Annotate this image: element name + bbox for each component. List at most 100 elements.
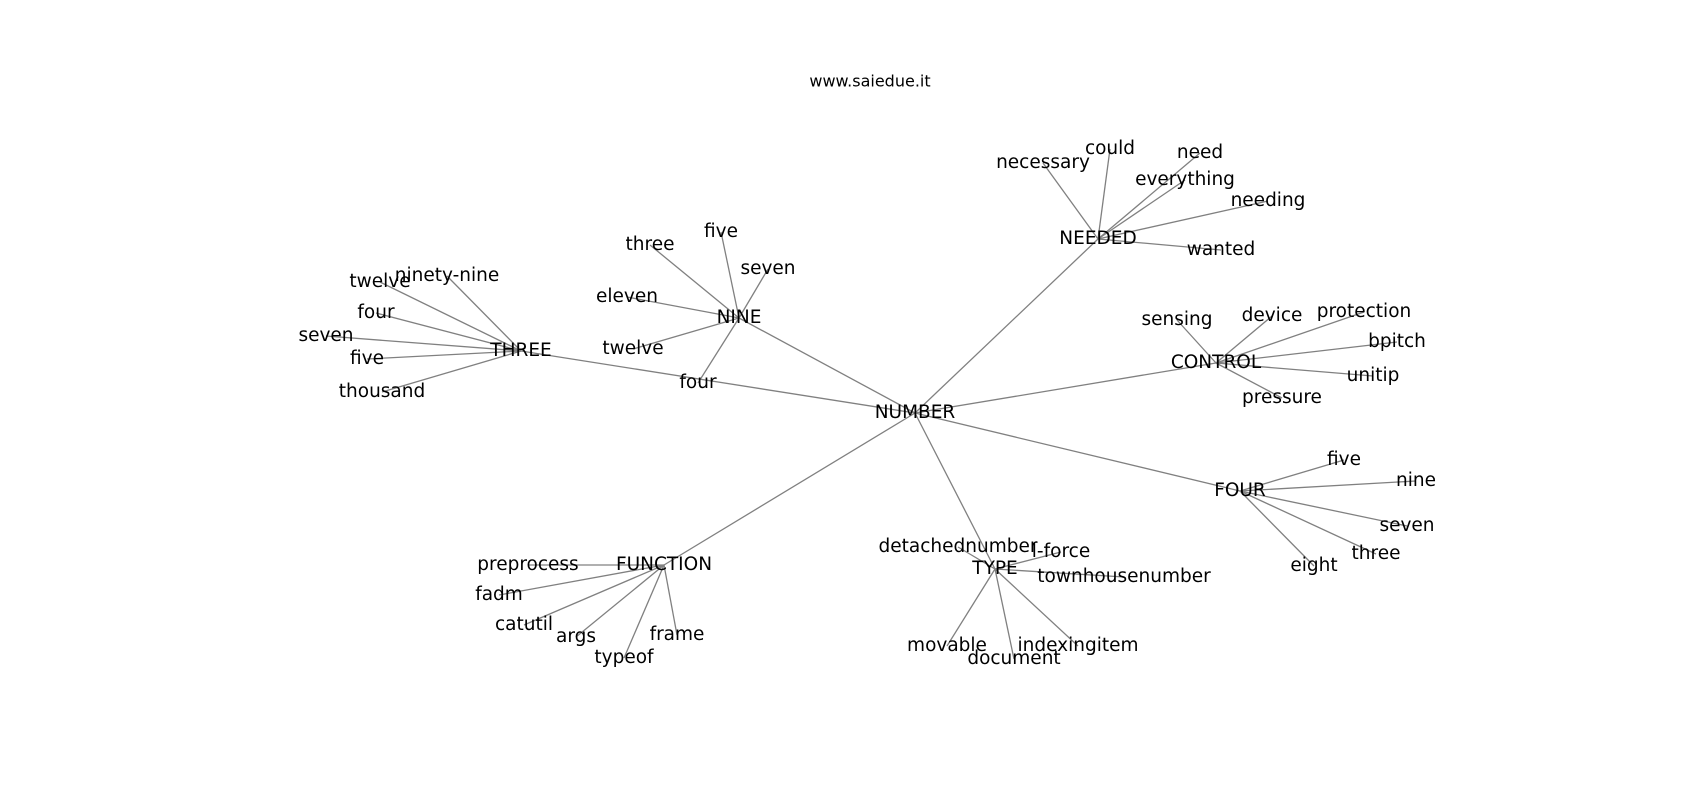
edge-center-function (663, 412, 916, 566)
node-three-ninety-nine: ninety-nine (395, 265, 500, 286)
node-nine-five: five (704, 221, 738, 242)
node-function: FUNCTION (616, 554, 712, 575)
edge-function-typeof (623, 564, 665, 659)
edge-type-l-force (994, 551, 1062, 570)
node-needed-wanted: wanted (1187, 239, 1256, 260)
node-control-unitip: unitip (1347, 365, 1400, 386)
node-control-pressure: pressure (1242, 387, 1322, 408)
edge-type-detachednumber (957, 546, 996, 570)
site-label: www.saiedue.it (809, 72, 930, 91)
node-function-frame: frame (650, 624, 705, 645)
edge-control-device (1215, 315, 1273, 364)
node-type-l-force: l-force (1032, 541, 1090, 562)
node-four-three: three (1352, 543, 1401, 564)
node-control-device: device (1242, 305, 1303, 326)
edge-three-thousand (381, 350, 522, 393)
node-nine: NINE (717, 307, 762, 328)
edge-three-twelve (379, 281, 522, 352)
edge-type-document (994, 568, 1015, 660)
node-type: TYPE (971, 558, 1017, 579)
node-nine-eleven: eleven (596, 286, 658, 307)
edge-center-four (914, 412, 1241, 492)
node-four-seven: seven (1379, 515, 1434, 536)
edge-nine-four (697, 317, 740, 384)
node-function-preprocess: preprocess (477, 554, 578, 575)
edge-function-args (575, 564, 665, 638)
node-nine-twelve: twelve (602, 338, 663, 359)
edge-needed-needing (1097, 200, 1269, 240)
edge-control-protection (1215, 311, 1365, 364)
node-control-protection: protection (1317, 301, 1412, 322)
node-needed-need: need (1177, 142, 1223, 163)
edge-four-five (1239, 459, 1345, 492)
node-three-four: four (357, 302, 395, 323)
edge-four-nine (1239, 480, 1417, 492)
node-nine-seven: seven (740, 258, 795, 279)
edge-needed-need (1097, 152, 1201, 240)
edge-nine-seven (738, 268, 769, 319)
node-needed-necessary: necessary (996, 152, 1090, 173)
edge-needed-necessary (1042, 162, 1099, 240)
edge-three-ninety-nine (446, 275, 522, 352)
edge-nine-eleven (626, 296, 740, 319)
node-four-eight: eight (1290, 555, 1337, 576)
edge-function-frame (663, 564, 678, 636)
node-nine-four: four (679, 372, 717, 393)
node-type-movable: movable (907, 635, 987, 656)
graph-edges (325, 148, 1417, 660)
edge-three-five (366, 350, 522, 360)
edge-center-needed (914, 238, 1099, 414)
edge-center-nine (738, 317, 916, 414)
edge-control-unitip (1215, 362, 1374, 377)
edge-four-eight (1239, 490, 1315, 567)
edge-needed-everything (1097, 179, 1186, 240)
edge-three-seven (325, 335, 522, 352)
edge-center-control (914, 362, 1217, 414)
node-type-indexingitem: indexingitem (1017, 635, 1138, 656)
edge-center-type (914, 412, 996, 570)
node-function-catutil: catutil (495, 614, 553, 635)
node-three-five: five (350, 348, 384, 369)
node-four-nine: nine (1396, 470, 1436, 491)
edge-type-townhousenumber (994, 568, 1125, 578)
node-needed-everything: everything (1135, 169, 1235, 190)
node-three-thousand: thousand (339, 381, 425, 402)
edge-function-fadm (498, 564, 665, 596)
node-type-document: document (967, 648, 1060, 669)
node-needed-needing: needing (1231, 190, 1306, 211)
edge-nine-three (649, 244, 740, 319)
node-function-fadm: fadm (475, 584, 523, 605)
edge-needed-wanted (1097, 238, 1222, 251)
edge-four-seven (1239, 490, 1408, 527)
node-needed-could: could (1085, 138, 1135, 159)
edge-center-three (520, 350, 916, 414)
node-three-seven: seven (298, 325, 353, 346)
edge-nine-five (720, 231, 740, 319)
node-needed: NEEDED (1059, 228, 1136, 249)
edge-control-pressure (1215, 362, 1283, 399)
edge-type-indexingitem (994, 568, 1079, 647)
node-four: FOUR (1214, 480, 1266, 501)
node-type-townhousenumber: townhousenumber (1037, 566, 1211, 587)
edge-three-four (375, 312, 522, 352)
node-control-bpitch: bpitch (1368, 331, 1426, 352)
node-control: CONTROL (1171, 352, 1262, 373)
edge-type-movable (946, 568, 996, 647)
edge-nine-twelve (632, 317, 740, 350)
edge-control-sensing (1176, 319, 1217, 364)
node-function-args: args (556, 626, 596, 647)
node-center: NUMBER (875, 402, 956, 423)
node-type-detachednumber: detachednumber (879, 536, 1038, 557)
node-three-twelve: twelve (349, 271, 410, 292)
node-function-typeof: typeof (594, 647, 654, 668)
edge-function-catutil (523, 564, 665, 626)
edge-four-three (1239, 490, 1377, 555)
node-nine-three: three (626, 234, 675, 255)
node-three: THREE (489, 340, 551, 361)
node-four-five: five (1327, 449, 1361, 470)
node-control-sensing: sensing (1142, 309, 1213, 330)
edge-needed-could (1097, 148, 1111, 240)
edge-control-bpitch (1215, 341, 1398, 364)
